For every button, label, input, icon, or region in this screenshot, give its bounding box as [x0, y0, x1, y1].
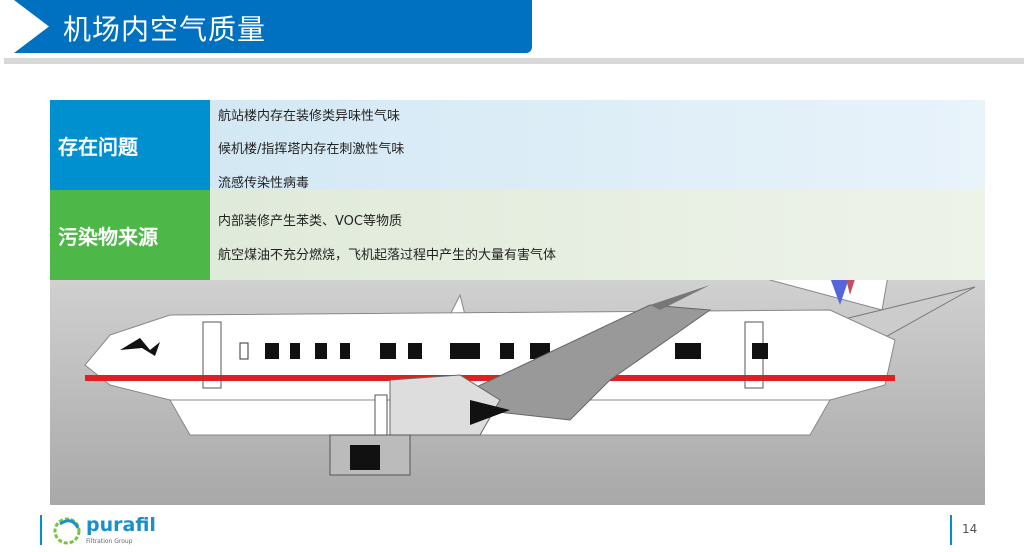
logo-swirl-icon: [53, 517, 81, 545]
engine-inlet: [374, 394, 388, 441]
source-item: 航空煤油不充分燃烧，飞机起落过程中产生的大量有害气体: [218, 248, 557, 263]
footer-divider: [40, 515, 42, 545]
wing-far: [650, 285, 710, 310]
belly: [169, 399, 831, 436]
sources-row: 污染物来源 内部装修产生苯类、VOC等物质 航空煤油不充分燃烧，飞机起落过程中产…: [50, 190, 985, 280]
top-fin: [449, 293, 466, 316]
divider: [4, 58, 1024, 64]
sources-label: 污染物来源: [50, 190, 210, 280]
issue-item: 流感传染性病毒: [218, 176, 310, 191]
footer-divider-right: [950, 515, 952, 545]
title-banner: [14, 0, 532, 53]
source-item: 内部装修产生苯类、VOC等物质: [218, 214, 402, 229]
issue-item: 航站楼内存在装修类异味性气味: [218, 109, 401, 124]
door-front: [202, 321, 222, 389]
issue-item: 候机楼/指挥塔内存在刺激性气味: [218, 142, 405, 157]
issues-label: 存在问题: [50, 100, 210, 190]
airplane-illustration: [84, 120, 976, 476]
page-number: 14: [962, 522, 978, 536]
fuselage-stripe: [85, 375, 895, 381]
issues-row: 存在问题 航站楼内存在装修类异味性气味 候机楼/指挥塔内存在刺激性气味 流感传染…: [50, 100, 985, 191]
engine-exhaust: [470, 400, 510, 425]
purafil-logo: purafil Filtration Group: [52, 514, 162, 548]
windows: [239, 342, 768, 360]
page-title: 机场内空气质量: [63, 13, 267, 46]
cockpit-window: [120, 338, 160, 356]
